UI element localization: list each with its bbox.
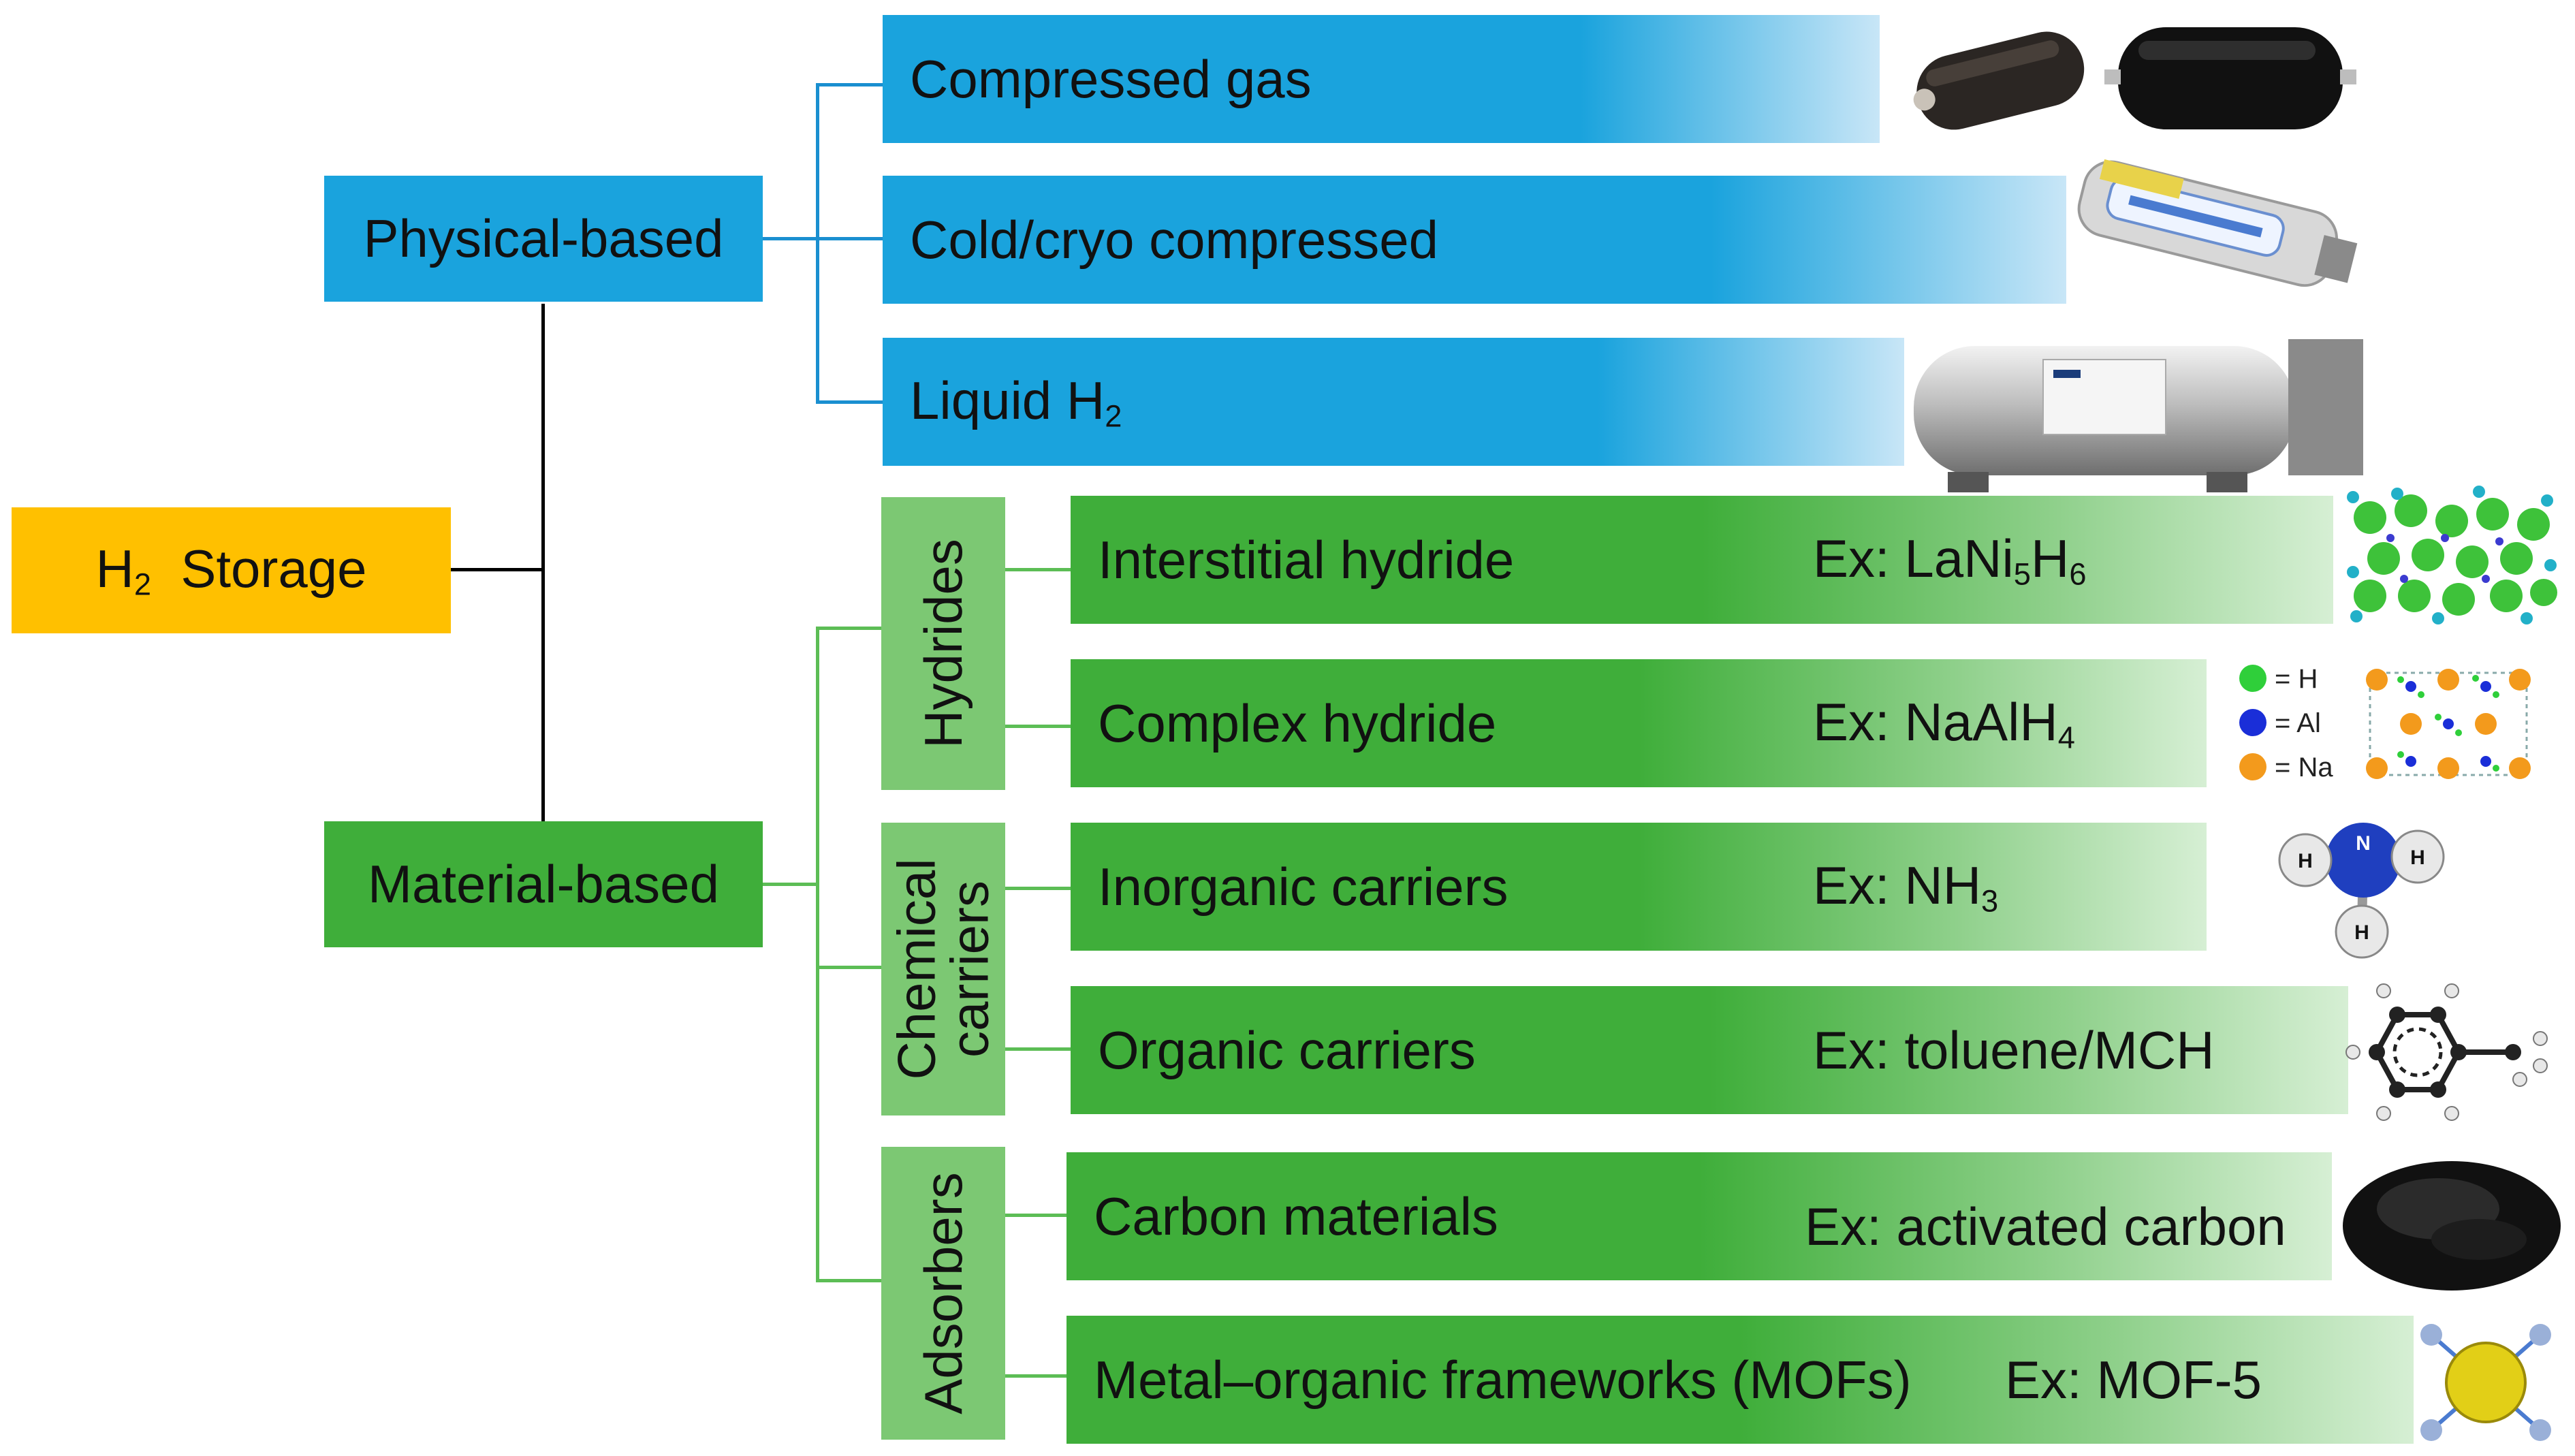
material-based-box: Material-based [324,821,763,947]
root-connector [451,568,545,571]
legend-h: = H [2275,664,2318,694]
inorganic-carriers-example: Ex: NH3 [1813,855,1999,919]
material-connector [763,883,817,886]
interstitial-hydride-example: Ex: LaNi5H6 [1813,528,2087,592]
legend-al: = Al [2275,708,2321,738]
ammonia-h-atom-bottom: H [2354,921,2369,944]
hydrides-group-box: Hydrides [881,497,1005,790]
organic-carriers-label: Organic carriers [1098,1019,1476,1080]
liquid-h2-label: Liquid H2 [910,370,1122,434]
adsorber-branch-2 [1005,1374,1071,1378]
carbon-materials-label: Carbon materials [1094,1186,1498,1246]
physical-connector [763,237,817,240]
ammonia-h-atom-right: H [2410,846,2425,869]
complex-hydride-label: Complex hydride [1098,693,1497,753]
trunk-connector [541,304,545,821]
complex-hydride-row: Complex hydride Ex: NaAlH4 [1071,659,2207,787]
h2-storage-box: H2 Storage [12,507,451,633]
liquid-h2-tank-image [1914,339,2363,492]
material-based-label: Material-based [368,854,719,914]
inorganic-carriers-row: Inorganic carriers Ex: NH3 [1071,823,2207,951]
toluene-molecule-image [2345,983,2548,1121]
mof5-structure-image [2420,1324,2551,1441]
physical-branch-3 [816,400,883,404]
physical-branch-1 [816,83,883,86]
material-branch-chemical [816,966,881,969]
adsorbers-group-label: Adsorbers [913,1172,973,1414]
adsorbers-group-box: Adsorbers [881,1147,1005,1440]
complex-hydride-legend: = H = Al = Na [2239,664,2333,782]
physical-based-box: Physical-based [324,176,763,302]
legend-na: = Na [2275,753,2333,782]
organic-carriers-example: Ex: toluene/MCH [1813,1019,2215,1080]
hydride-branch-2 [1005,725,1071,728]
compressed-gas-label: Compressed gas [910,48,1312,109]
liquid-h2-box: Liquid H2 [883,338,1904,466]
material-branch-vertical [816,627,819,1282]
complex-hydride-example: Ex: NaAlH4 [1813,691,2075,755]
ammonia-n-atom: N [2356,832,2371,855]
chemical-carriers-group-label: Chemical carriers [887,858,1000,1080]
hydride-branch-1 [1005,568,1071,571]
chemical-branch-2 [1005,1047,1071,1051]
compressed-gas-box: Compressed gas [883,15,1880,143]
material-branch-adsorbers [816,1279,881,1282]
chemical-branch-1 [1005,887,1071,890]
compressed-gas-tanks-image [1913,27,2356,130]
cryo-compressed-tank-image [2077,159,2358,287]
carbon-materials-row: Carbon materials Ex: activated carbon [1067,1152,2332,1280]
cold-cryo-label: Cold/cryo compressed [910,209,1438,270]
mofs-row: Metal–organic frameworks (MOFs) Ex: MOF-… [1067,1316,2414,1444]
activated-carbon-image [2343,1161,2561,1291]
adsorber-branch-1 [1005,1214,1071,1217]
carbon-materials-example: Ex: activated carbon [1805,1197,2286,1256]
physical-based-label: Physical-based [363,208,724,268]
cold-cryo-box: Cold/cryo compressed [883,176,2066,304]
interstitial-hydride-label: Interstitial hydride [1098,529,1515,590]
interstitial-hydride-row: Interstitial hydride Ex: LaNi5H6 [1071,496,2333,624]
inorganic-carriers-label: Inorganic carriers [1098,856,1508,917]
ammonia-h-atom-left: H [2298,850,2313,872]
mofs-label: Metal–organic frameworks (MOFs) [1094,1349,1912,1410]
interstitial-hydride-lattice-image [2347,486,2557,624]
complex-hydride-structure-image [2366,669,2531,779]
physical-branch-vertical [816,83,819,403]
material-branch-hydrides [816,627,881,630]
ammonia-molecule-image: N H H H [2278,823,2445,959]
chemical-carriers-group-box: Chemical carriers [881,823,1005,1115]
h2-storage-label: H2 Storage [95,539,367,602]
organic-carriers-row: Organic carriers Ex: toluene/MCH [1071,986,2348,1114]
physical-branch-2 [816,237,883,240]
mofs-example: Ex: MOF-5 [2005,1349,2262,1410]
hydrides-group-label: Hydrides [913,539,973,748]
